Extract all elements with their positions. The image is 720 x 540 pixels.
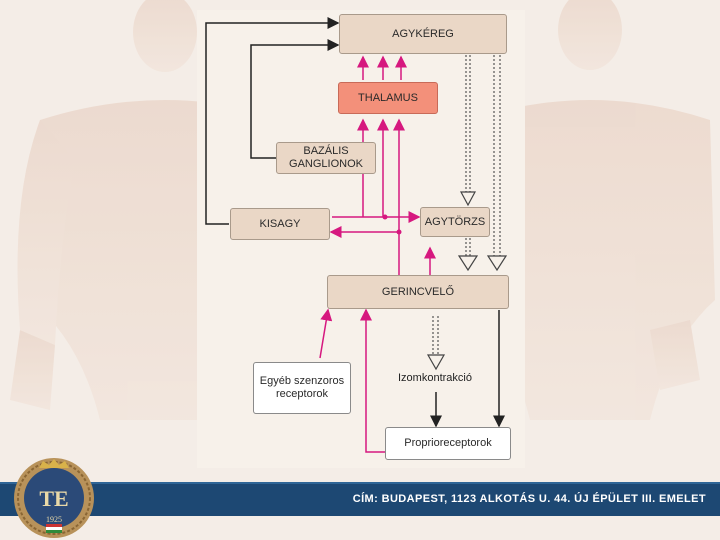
node-agytorzs-label: AGYTÖRZS (424, 215, 486, 228)
descending-pathways (432, 55, 501, 355)
descending-arrowheads (426, 191, 508, 371)
feedback-lines (205, 17, 340, 225)
node-agykereg-label: AGYKÉREG (392, 27, 454, 40)
proprioceptor-lines (430, 310, 505, 428)
footer-bar: CÍM: BUDAPEST, 1123 ALKOTÁS U. 44. ÚJ ÉP… (0, 482, 720, 516)
footer-address: CÍM: BUDAPEST, 1123 ALKOTÁS U. 44. ÚJ ÉP… (352, 493, 706, 505)
node-bazalis-label-1: BAZÁLIS (303, 145, 349, 157)
thalamus-to-cortex-arrows (357, 55, 407, 80)
node-bazalis-label-2: GANGLIONOK (289, 158, 363, 170)
node-thalamus: THALAMUS (338, 82, 438, 114)
logo-year: 1925 (46, 515, 62, 524)
university-logo: TE 1925 (14, 458, 94, 538)
node-gerincvelo: GERINCVELŐ (327, 275, 509, 309)
label-izomkontrakcio: Izomkontrakció (398, 372, 472, 384)
node-receptorok-label-1: Egyéb szenzoros (259, 375, 345, 387)
node-agytorzs: AGYTÖRZS (420, 207, 490, 237)
node-proprioreceptorok-label: Proprioreceptorok (404, 437, 492, 449)
node-agykereg: AGYKÉREG (339, 14, 507, 54)
node-proprioreceptorok: Proprioreceptorok (385, 427, 511, 460)
node-receptorok-label-2: receptorok (276, 388, 328, 400)
node-receptorok: Egyéb szenzoros receptorok (253, 362, 351, 414)
node-kisagy: KISAGY (230, 208, 330, 240)
node-thalamus-label: THALAMUS (358, 91, 418, 104)
ascending-pathways (319, 118, 436, 453)
logo-letters: TE (39, 486, 68, 511)
node-bazalis-ganglionok: BAZÁLIS GANGLIONOK (276, 142, 376, 174)
node-kisagy-label: KISAGY (259, 217, 301, 230)
node-gerincvelo-label: GERINCVELŐ (381, 285, 455, 298)
junction-dot (396, 229, 402, 235)
junction-dot (382, 214, 388, 220)
